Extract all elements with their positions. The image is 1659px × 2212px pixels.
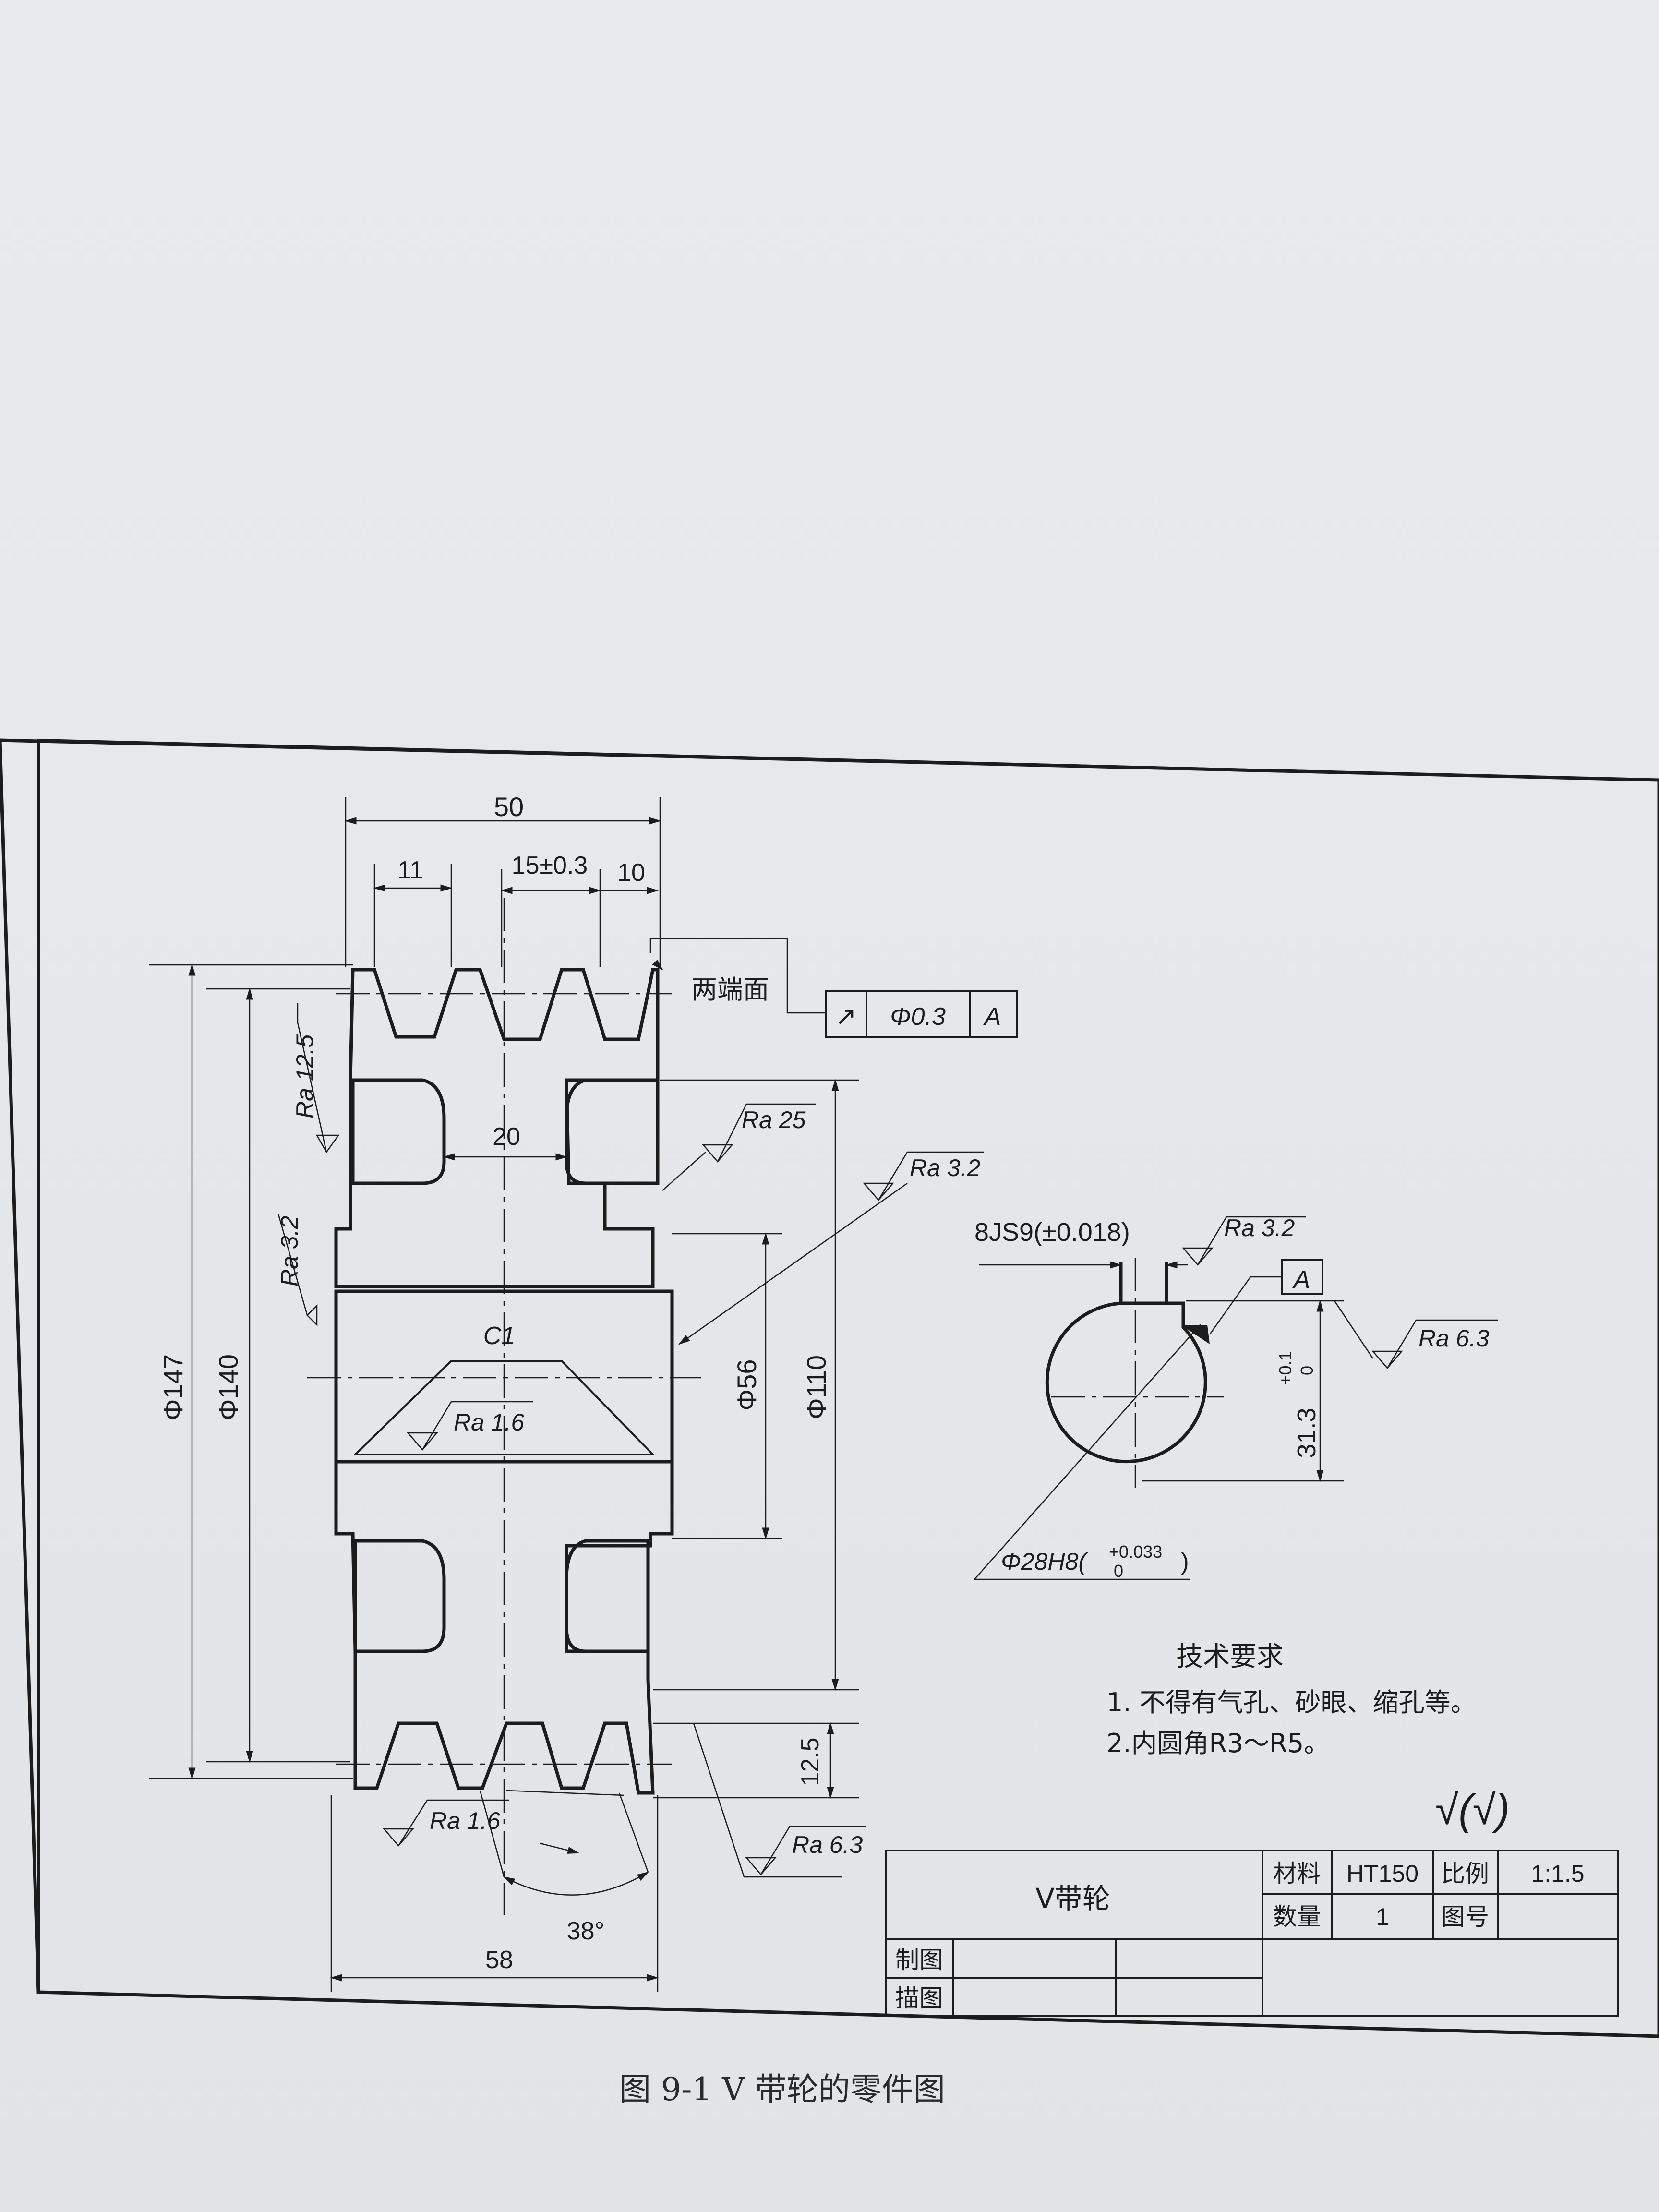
material-value: HT150 bbox=[1346, 1860, 1419, 1887]
bore-circle bbox=[1045, 1301, 1207, 1464]
runout-symbol: ↗ bbox=[835, 1002, 856, 1031]
dim-50: 50 bbox=[494, 792, 524, 822]
ra-3-2-left: Ra 3.2 bbox=[276, 1215, 303, 1286]
dimensions bbox=[149, 797, 908, 1992]
lower-rim-hatched bbox=[334, 1460, 674, 1795]
depth-dim: 31.3 bbox=[1292, 1407, 1321, 1458]
ra-3-2-key: Ra 3.2 bbox=[1224, 1214, 1295, 1241]
ra-1-6-groove: Ra 1.6 bbox=[430, 1807, 501, 1834]
drawn-label: 制图 bbox=[895, 1946, 943, 1974]
part-name: V带轮 bbox=[1035, 1882, 1110, 1915]
lower-left-recess bbox=[353, 1539, 446, 1653]
tolerance-value: Φ0.3 bbox=[890, 1003, 946, 1031]
dim-d140: Φ140 bbox=[213, 1354, 243, 1420]
dim-d147: Φ147 bbox=[158, 1354, 188, 1420]
chamfer-triangle bbox=[353, 1360, 655, 1455]
title-block bbox=[885, 1850, 1619, 2017]
tolerance-note: 两端面 bbox=[691, 974, 769, 1005]
drawing-no-label: 图号 bbox=[1441, 1903, 1489, 1931]
check-mark: √(√) bbox=[1435, 1786, 1510, 1833]
dim-20: 20 bbox=[493, 1123, 520, 1151]
requirements-title: 技术要求 bbox=[1176, 1641, 1284, 1672]
dim-12-5: 12.5 bbox=[796, 1737, 824, 1786]
qty-value: 1 bbox=[1376, 1903, 1389, 1930]
ra-1-6-bore: Ra 1.6 bbox=[454, 1409, 525, 1436]
dim-15: 15±0.3 bbox=[512, 852, 588, 879]
ra-25: Ra 25 bbox=[742, 1106, 806, 1133]
border-line bbox=[37, 738, 1659, 2038]
dim-38: 38° bbox=[567, 1917, 605, 1945]
ra-12-5: Ra 12.5 bbox=[291, 1034, 318, 1118]
dim-11: 11 bbox=[397, 856, 423, 884]
depth-upper: +0.1 bbox=[1275, 1351, 1295, 1385]
ra-6-3-bottom: Ra 6.3 bbox=[792, 1831, 863, 1858]
ra-6-3-key: Ra 6.3 bbox=[1419, 1325, 1490, 1352]
bore-upper: +0.033 bbox=[1109, 1542, 1162, 1562]
upper-left-recess bbox=[351, 1078, 446, 1185]
roughness-symbols bbox=[277, 1003, 984, 1875]
traced-label: 描图 bbox=[895, 1984, 943, 2012]
scale-value: 1:1.5 bbox=[1531, 1860, 1584, 1887]
upper-right-recess bbox=[565, 1078, 660, 1185]
requirement-2: 2.内圆角R3～R5。 bbox=[1106, 1728, 1330, 1758]
depth-lower: 0 bbox=[1297, 1366, 1317, 1375]
keyway-dim: 8JS9(±0.018) bbox=[974, 1218, 1130, 1247]
bore-dim: Φ28H8( bbox=[1001, 1548, 1088, 1575]
keyway-section bbox=[974, 1216, 1498, 1580]
qty-label: 数量 bbox=[1273, 1903, 1321, 1931]
bore-lower: 0 bbox=[1114, 1561, 1123, 1581]
scale-label: 比例 bbox=[1441, 1860, 1489, 1887]
figure-caption: 图 9-1 V 带轮的零件图 bbox=[619, 2071, 945, 2108]
tolerance-frame bbox=[649, 938, 1018, 1038]
bore-close: ) bbox=[1181, 1548, 1189, 1575]
lower-right-recess bbox=[565, 1539, 650, 1653]
material-label: 材料 bbox=[1273, 1860, 1321, 1887]
tolerance-datum: A bbox=[983, 1003, 1001, 1031]
dim-10: 10 bbox=[617, 859, 645, 887]
dim-c1: C1 bbox=[483, 1322, 515, 1350]
dim-58: 58 bbox=[485, 1946, 513, 1974]
requirement-1: 1. 不得有气孔、砂眼、缩孔等。 bbox=[1106, 1687, 1477, 1718]
dim-d110: Φ110 bbox=[801, 1355, 831, 1419]
ra-3-2-right: Ra 3.2 bbox=[910, 1154, 981, 1181]
dim-d56: Φ56 bbox=[732, 1359, 762, 1411]
pulley-section-view bbox=[307, 898, 701, 1915]
keyway-datum: A bbox=[1292, 1266, 1310, 1294]
